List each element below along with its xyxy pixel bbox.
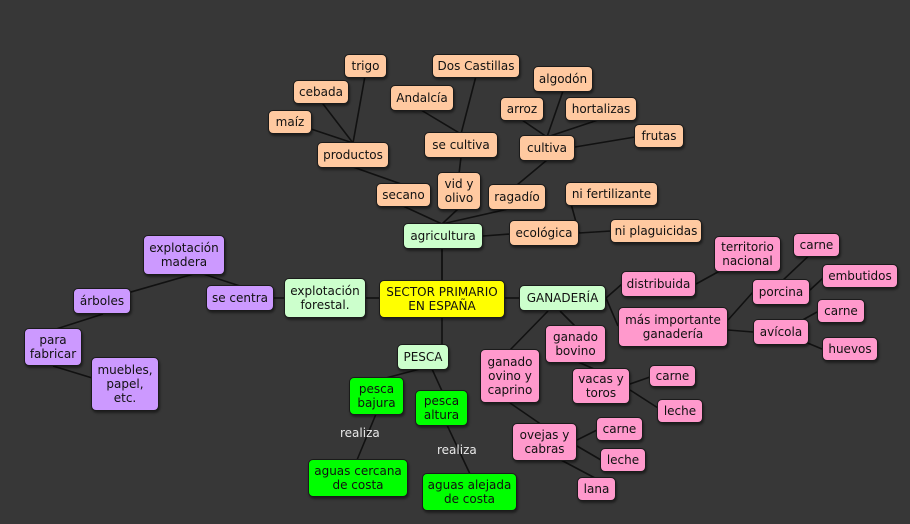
node-mas-importante[interactable]: más importante ganadería [618, 307, 728, 347]
node-dos-castillas[interactable]: Dos Castillas [432, 54, 520, 78]
node-arboles[interactable]: árboles [73, 288, 131, 314]
connector-line [516, 159, 548, 186]
connector-line [546, 90, 564, 138]
connector-line [521, 119, 548, 138]
node-maiz[interactable]: maíz [268, 110, 312, 134]
connector-line [576, 445, 602, 461]
connector-line [605, 297, 619, 327]
connector-line [52, 313, 104, 331]
connector-line [402, 205, 443, 225]
node-ni-plaguicidas[interactable]: ni plaguicidas [610, 219, 702, 243]
connector-line [352, 166, 405, 186]
node-leche-ovejas[interactable]: leche [600, 448, 646, 472]
connector-line [446, 424, 471, 475]
node-para-fabricar[interactable]: para fabricar [24, 328, 82, 366]
node-se-cultiva[interactable]: se cultiva [424, 132, 498, 158]
connector-line [574, 136, 636, 148]
connector-line [458, 156, 462, 175]
node-secano[interactable]: secano [376, 183, 431, 207]
node-explotacion-madera[interactable]: explotación madera [143, 235, 225, 275]
connector-line [809, 277, 824, 291]
node-trigo[interactable]: trigo [344, 54, 387, 78]
node-vid-olivo[interactable]: vid y olivo [437, 172, 481, 210]
connector-line [482, 233, 511, 237]
connector-line [460, 75, 477, 135]
connector-line [727, 329, 754, 333]
node-carne-avicola[interactable]: carne [817, 299, 865, 323]
node-embutidos[interactable]: embutidos [822, 264, 898, 288]
connector-line [420, 109, 462, 135]
node-aguas-cercana[interactable]: aguas cercana de costa [308, 459, 408, 497]
connector-line [559, 310, 576, 327]
node-ovejas-cabras[interactable]: ovejas y cabras [512, 423, 577, 461]
node-pesca[interactable]: PESCA [397, 344, 449, 370]
connector-line [546, 118, 602, 138]
connector-line [431, 368, 443, 392]
label-realiza-altura: realiza [437, 443, 477, 457]
connector-line [576, 429, 598, 441]
connector-line [605, 283, 623, 299]
node-carne-ovejas[interactable]: carne [596, 417, 643, 441]
node-ecologica[interactable]: ecológica [509, 220, 579, 246]
node-arroz[interactable]: arroz [500, 97, 544, 121]
node-distribuida[interactable]: distribuida [621, 271, 696, 297]
node-aguas-alejada[interactable]: aguas alejada de costa [422, 473, 517, 511]
node-andalucia[interactable]: Andalcía [390, 85, 454, 111]
node-algodon[interactable]: algodón [533, 66, 593, 92]
connector-line [352, 75, 366, 144]
connector-line [727, 291, 754, 321]
connector-line [319, 99, 354, 144]
node-porcina[interactable]: porcina [752, 279, 810, 305]
node-frutas[interactable]: frutas [634, 124, 684, 148]
node-carne-porcina[interactable]: carne [793, 233, 840, 257]
connector-line [509, 402, 543, 426]
connector-line [560, 459, 596, 479]
node-ni-fertilizante[interactable]: ni fertilizante [565, 182, 658, 206]
node-ragadio[interactable]: ragadío [488, 184, 546, 210]
node-territorio-nacional[interactable]: territorio nacional [714, 236, 781, 272]
label-realiza-bajura: realiza [340, 426, 380, 440]
connector-line [441, 207, 460, 225]
node-cultiva[interactable]: cultiva [519, 135, 575, 161]
node-huevos[interactable]: huevos [822, 337, 878, 361]
node-productos[interactable]: productos [317, 142, 389, 168]
node-pesca-bajura[interactable]: pesca bajura [349, 377, 404, 415]
node-root[interactable]: SECTOR PRIMARIO EN ESPAÑA [379, 280, 505, 318]
node-agricultura[interactable]: agricultura [403, 223, 483, 249]
connector-line [509, 310, 549, 351]
node-vacas-toros[interactable]: vacas y toros [572, 368, 630, 404]
node-lana[interactable]: lana [577, 477, 616, 501]
connector-line [629, 376, 651, 385]
node-muebles[interactable]: muebles, papel, etc. [91, 357, 159, 411]
node-pesca-altura[interactable]: pesca altura [415, 390, 468, 426]
node-ganado-ovino[interactable]: ganado ovino y caprino [480, 349, 540, 403]
node-ganado-bovino[interactable]: ganado bovino [545, 325, 606, 363]
node-avicola[interactable]: avícola [753, 319, 809, 345]
connector-line [356, 413, 377, 461]
node-ganaderia[interactable]: GANADERÍA [519, 285, 606, 311]
connector-line [578, 230, 612, 234]
connector-line [629, 389, 659, 409]
node-carne-vacas[interactable]: carne [649, 365, 696, 387]
node-cebada[interactable]: cebada [293, 80, 349, 104]
node-se-centra[interactable]: se centra [206, 285, 274, 311]
node-leche-vacas[interactable]: leche [657, 399, 703, 423]
node-explotacion-forestal[interactable]: explotación forestal. [284, 278, 366, 318]
node-hortalizas[interactable]: hortalizas [565, 97, 637, 121]
